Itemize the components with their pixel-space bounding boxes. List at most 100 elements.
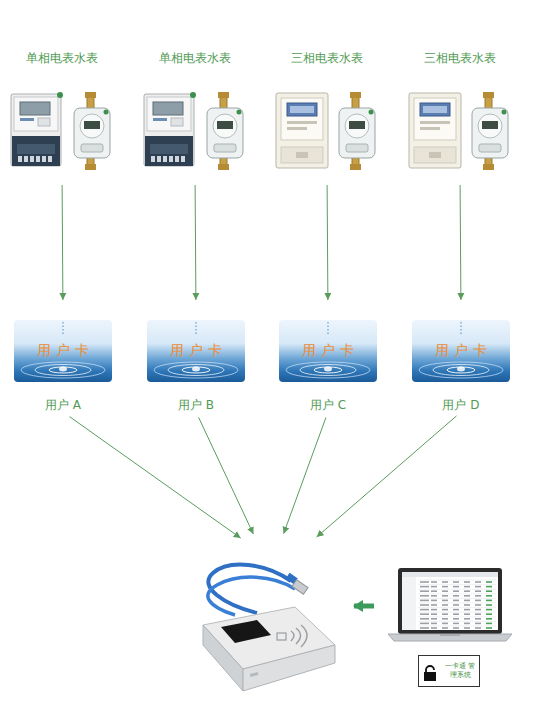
illustration-part [442, 590, 448, 592]
illustration-part [420, 627, 429, 629]
illustration-part [475, 604, 481, 606]
illustration-part [442, 627, 448, 629]
illustration-part [151, 156, 155, 162]
user-label: 用户 C [279, 398, 377, 412]
illustration-part [483, 92, 494, 98]
illustration-part [464, 581, 470, 583]
illustration-part [442, 613, 448, 615]
illustration-part [388, 565, 513, 645]
illustration-part [475, 609, 481, 611]
illustration-part [418, 626, 496, 627]
illustration-part [81, 144, 103, 152]
illustration-part [479, 144, 501, 152]
illustration-part [48, 156, 52, 162]
illustration-part [475, 627, 481, 629]
illustration-part [464, 600, 470, 602]
illustration-part [426, 666, 434, 673]
illustration-part [418, 580, 496, 581]
illustration-part [136, 92, 254, 170]
meter-illustration [268, 92, 386, 170]
illustration-part [218, 92, 229, 98]
illustration-part [420, 586, 429, 588]
illustration-part [339, 108, 375, 158]
meter-heading: 三相电表水表 [401, 50, 519, 66]
illustration-part [3, 92, 121, 170]
illustration-part [420, 103, 450, 116]
flow-arrow [284, 418, 326, 534]
illustration-part [418, 621, 496, 622]
illustration-part [150, 144, 188, 154]
meter-illustration [401, 92, 519, 170]
illustration-part [287, 121, 317, 124]
flow-arrow [327, 185, 329, 300]
illustration-part [192, 367, 200, 372]
illustration-part [195, 545, 340, 705]
illustration-part [85, 164, 96, 170]
illustration-part [453, 613, 459, 615]
illustration-part [453, 586, 459, 588]
illustration-part [196, 322, 197, 336]
illustration-part [431, 623, 437, 625]
illustration-part [431, 581, 437, 583]
illustration-part [420, 609, 429, 611]
illustration-part [457, 367, 465, 372]
illustration-part [153, 118, 167, 121]
illustration-part [74, 108, 110, 158]
illustration-part [453, 595, 459, 597]
illustration-part [153, 102, 183, 115]
illustration-part [464, 627, 470, 629]
illustration-part [350, 164, 361, 170]
illustration-part [287, 103, 317, 116]
illustration-part [300, 365, 356, 376]
illustration-part [208, 565, 291, 613]
illustration-part [20, 118, 34, 121]
illustration-part [420, 613, 429, 615]
illustration-part [418, 603, 496, 604]
illustration-part [147, 97, 191, 131]
card-face: 用户卡 [147, 320, 245, 382]
illustration-part [431, 604, 437, 606]
illustration-part [420, 581, 429, 583]
illustration-part [475, 600, 481, 602]
illustration-part [475, 618, 481, 620]
illustration-part [292, 580, 308, 595]
user-card: 用户卡用户 D [412, 320, 510, 412]
illustration-part [171, 118, 183, 126]
illustration-part [349, 121, 365, 129]
illustration-part [420, 595, 429, 597]
illustration-part [453, 623, 459, 625]
illustration-part [502, 110, 507, 115]
meter-heading: 单相电表水表 [3, 50, 121, 66]
illustration-part [475, 623, 481, 625]
illustration-part [401, 92, 519, 170]
user-card: 用户卡用户 B [147, 320, 245, 412]
illustration-part [157, 156, 161, 162]
illustration-part [163, 156, 167, 162]
illustration-part [431, 595, 437, 597]
illustration-part [453, 618, 459, 620]
illustration-part [190, 92, 196, 98]
illustration-part [175, 156, 179, 162]
illustration-part [154, 362, 238, 378]
illustration-part [424, 672, 436, 681]
illustration-part [486, 590, 492, 592]
illustration-part [442, 604, 448, 606]
illustration-part [486, 623, 492, 625]
illustration-part [431, 618, 437, 620]
illustration-part [18, 156, 22, 162]
illustration-part [276, 93, 328, 168]
illustration-part [169, 156, 173, 162]
illustration-part [420, 127, 440, 130]
illustration-part [447, 367, 475, 373]
illustration-part [464, 604, 470, 606]
illustration-part [36, 156, 40, 162]
illustration-part [418, 598, 496, 599]
illustration-part [296, 152, 308, 158]
flow-arrow [195, 185, 197, 300]
illustration-part [486, 609, 492, 611]
illustration-part [420, 623, 429, 625]
flow-arrow [70, 417, 241, 538]
illustration-part [464, 590, 470, 592]
illustration-part [431, 600, 437, 602]
